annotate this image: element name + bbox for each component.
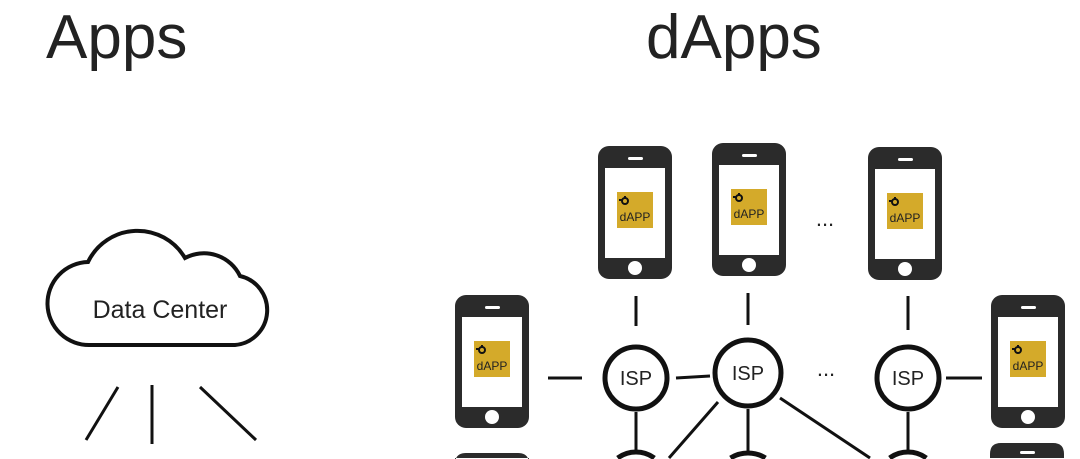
phone-icon: dAPP	[991, 295, 1065, 428]
dapp-icon: dAPP	[474, 341, 510, 377]
cloud-icon: Data Center	[45, 228, 270, 348]
dapp-icon: dAPP	[887, 193, 923, 229]
isp-label: ISP	[892, 368, 924, 390]
apps-title: Apps	[46, 3, 187, 72]
dapp-label: dAPP	[1013, 359, 1044, 373]
cloud-connections	[84, 385, 258, 444]
ellipsis-nodes: ...	[817, 356, 835, 381]
network-link	[675, 374, 711, 380]
ellipsis-phones: ...	[816, 206, 834, 231]
dapp-label: dAPP	[734, 207, 765, 221]
data-center-label: Data Center	[93, 296, 228, 324]
connection-line	[84, 386, 120, 441]
isp-node: ISP	[602, 344, 670, 412]
phone-icon-partial	[455, 453, 529, 459]
isp-node: ISP	[712, 337, 784, 409]
isp-node: ISP	[874, 344, 942, 412]
dapp-label: dAPP	[890, 211, 921, 225]
network-link	[779, 396, 871, 459]
isp-node-partial	[729, 450, 767, 459]
isp-label: ISP	[732, 363, 764, 385]
dapp-icon: dAPP	[617, 192, 653, 228]
isp-label: ISP	[620, 368, 652, 390]
dapp-label: dAPP	[477, 359, 508, 373]
dapps-title: dApps	[646, 3, 822, 72]
phone-icon-partial	[990, 443, 1064, 458]
dapp-icon: dAPP	[1010, 341, 1046, 377]
connection-line	[198, 385, 258, 442]
phone-icon: dAPP	[868, 147, 942, 280]
isp-node-partial	[888, 449, 928, 459]
dapp-icon: dAPP	[731, 189, 767, 225]
phone-icon: dAPP	[455, 295, 529, 428]
phone-icon: dAPP	[712, 143, 786, 276]
phone-icon: dAPP	[598, 146, 672, 279]
network-link	[667, 401, 720, 459]
dapp-label: dAPP	[620, 210, 651, 224]
isp-node-partial	[616, 449, 656, 459]
